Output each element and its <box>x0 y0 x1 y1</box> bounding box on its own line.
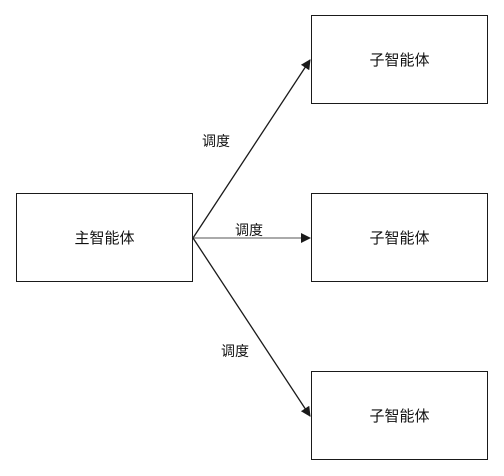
edge-arrow-bottom <box>192 237 311 417</box>
edge-label-middle: 调度 <box>235 223 263 239</box>
edge-label-top: 调度 <box>202 134 230 150</box>
edge-label-bottom: 调度 <box>221 344 249 360</box>
sub-agent-node-middle: 子智能体 <box>311 193 488 282</box>
edge-arrow-top <box>192 59 311 239</box>
sub-agent-label-middle: 子智能体 <box>369 229 430 247</box>
main-agent-node: 主智能体 <box>16 193 193 282</box>
sub-agent-node-top: 子智能体 <box>311 15 488 104</box>
main-agent-label: 主智能体 <box>74 229 135 247</box>
sub-agent-label-bottom: 子智能体 <box>369 407 430 425</box>
sub-agent-node-bottom: 子智能体 <box>311 371 488 460</box>
sub-agent-label-top: 子智能体 <box>369 51 430 69</box>
